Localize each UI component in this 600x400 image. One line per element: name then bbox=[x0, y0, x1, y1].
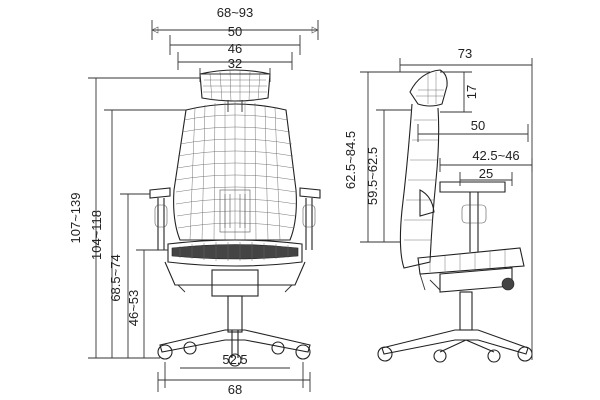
tilt-knob bbox=[501, 277, 515, 291]
backrest-side bbox=[399, 103, 440, 269]
caster-front-1 bbox=[157, 344, 173, 360]
caster-side-3 bbox=[487, 349, 501, 363]
armrest-right-pad bbox=[299, 187, 321, 199]
side-dimensions: 73 17 50 42.5~46 25 62.5~84.5 59.5~62.5 bbox=[343, 46, 533, 360]
dim-overall-depth: 73 bbox=[458, 46, 472, 61]
caster-front-2 bbox=[183, 341, 197, 355]
dim-headrest-width: 32 bbox=[228, 56, 242, 71]
dim-backrest-height: 62.5~84.5 bbox=[343, 131, 358, 189]
dim-backrest-width: 46 bbox=[228, 41, 242, 56]
armrest-side-pad bbox=[439, 181, 506, 193]
mechanism bbox=[211, 269, 259, 297]
backrest-front bbox=[173, 103, 297, 241]
dim-headrest-height: 17 bbox=[464, 85, 479, 99]
seat-front bbox=[167, 239, 303, 267]
base-front bbox=[159, 329, 311, 353]
armrest-left-pad bbox=[149, 187, 171, 199]
dim-overall-width: 68~93 bbox=[217, 5, 254, 20]
seat-frame bbox=[164, 261, 306, 286]
dim-seat-height: 46~53 bbox=[126, 290, 141, 327]
seat-cushion bbox=[171, 244, 299, 260]
dim-base-width: 68 bbox=[228, 382, 242, 397]
dim-armrest-width: 50 bbox=[228, 24, 242, 39]
dim-seat-depth-adjust: 42.5~46 bbox=[472, 148, 519, 163]
dim-armrest-height: 104~118 bbox=[89, 210, 104, 260]
headrest-side bbox=[409, 69, 448, 107]
dim-armrest-depth: 25 bbox=[479, 166, 493, 181]
dim-base-inner-width: 52.5 bbox=[222, 352, 247, 367]
dim-back-height-range: 59.5~62.5 bbox=[365, 147, 380, 205]
caster-side-1 bbox=[377, 346, 393, 362]
front-dimensions: 68~93 50 46 32 107~139 104~118 68.5~74 4… bbox=[68, 5, 319, 397]
caster-front-5 bbox=[295, 344, 311, 360]
caster-side-2 bbox=[433, 349, 447, 363]
seat-side bbox=[417, 247, 525, 275]
base-side bbox=[381, 329, 529, 355]
caster-front-4 bbox=[271, 341, 285, 355]
dim-total-height: 107~139 bbox=[68, 193, 83, 244]
lumbar-support bbox=[219, 189, 251, 233]
gas-lift bbox=[227, 295, 243, 333]
dim-seat-depth: 50 bbox=[471, 118, 485, 133]
caster-front-3 bbox=[228, 353, 242, 367]
lumbar-side bbox=[419, 189, 435, 217]
gas-lift-side bbox=[459, 291, 473, 331]
dim-seat-back-height: 68.5~74 bbox=[108, 254, 123, 301]
headrest-front bbox=[199, 69, 271, 102]
backrest-mesh bbox=[175, 102, 297, 241]
side-chair-drawing bbox=[377, 69, 533, 363]
front-chair-drawing bbox=[149, 69, 321, 367]
